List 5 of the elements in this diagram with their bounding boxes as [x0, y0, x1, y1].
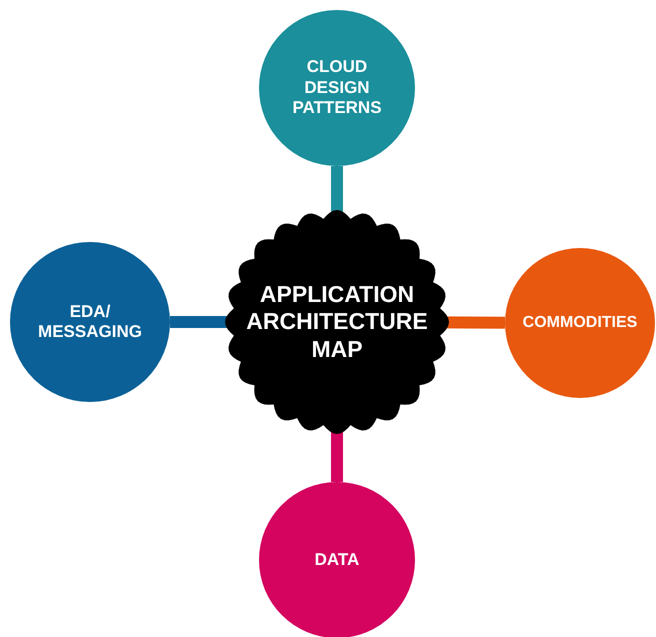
central-title: APPLICATION ARCHITECTURE MAP	[245, 280, 429, 364]
topic-label: COMMODITIES	[522, 313, 638, 333]
topic-label: EDA/ MESSAGING	[37, 302, 143, 342]
topic-label: CLOUD DESIGN PATTERNS	[291, 57, 383, 119]
topic-label: DATA	[314, 550, 360, 570]
